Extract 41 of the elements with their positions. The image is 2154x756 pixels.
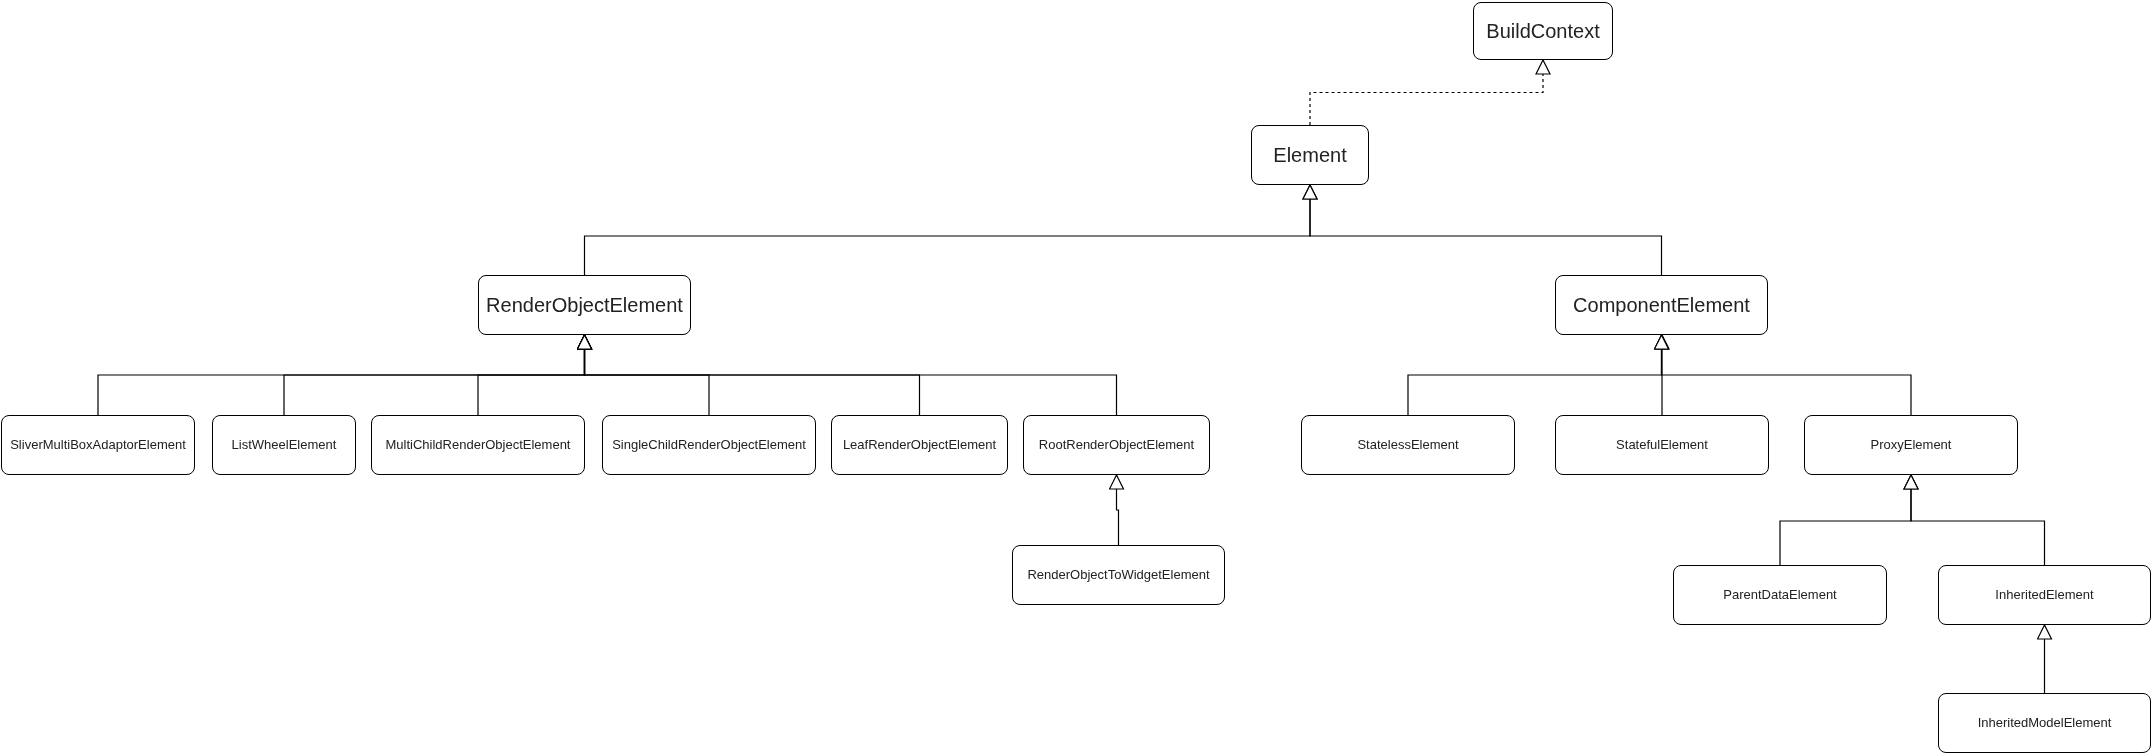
class-name: ProxyElement	[1870, 436, 1952, 455]
inheritance-arrow	[576, 334, 1118, 416]
class-box	[1012, 545, 1225, 605]
class-name: SingleChildRenderObjectElement	[612, 436, 806, 455]
inheritance-arrow	[1302, 184, 1663, 276]
class-name: MultiChildRenderObjectElement	[385, 436, 571, 455]
class-name: Element	[1273, 143, 1347, 168]
inheritance-arrow	[1653, 334, 1912, 416]
class-box	[1555, 415, 1769, 475]
class-box	[1251, 125, 1369, 185]
class-name: ParentDataElement	[1723, 586, 1837, 605]
inheritance-arrow	[2036, 624, 2053, 694]
class-box	[1673, 565, 1887, 625]
class-name: LeafRenderObjectElement	[842, 436, 997, 455]
class-box	[831, 415, 1008, 475]
class-name: StatefulElement	[1616, 436, 1708, 455]
inheritance-arrow	[1108, 474, 1125, 546]
class-box	[478, 275, 691, 335]
class-name: RenderObjectToWidgetElement	[1027, 566, 1210, 585]
class-box	[1473, 2, 1613, 60]
class-box	[1, 415, 195, 475]
class-box	[1938, 693, 2151, 753]
class-box	[1301, 415, 1515, 475]
class-box	[371, 415, 585, 475]
class-box	[1804, 415, 2018, 475]
class-box	[1023, 415, 1210, 475]
class-name: RootRenderObjectElement	[1038, 436, 1195, 455]
class-name: ListWheelElement	[231, 436, 337, 455]
class-name: BuildContext	[1486, 19, 1600, 44]
class-name: RenderObjectElement	[486, 293, 683, 318]
class-box	[1555, 275, 1768, 335]
inheritance-arrow	[1903, 474, 2046, 566]
class-box	[602, 415, 816, 475]
class-name: InheritedModelElement	[1977, 714, 2112, 733]
class-box	[212, 415, 356, 475]
class-name: InheritedElement	[1995, 586, 2094, 605]
class-name: SliverMultiBoxAdaptorElement	[10, 436, 186, 455]
class-name: ComponentElement	[1573, 293, 1750, 318]
class-name: StatelessElement	[1357, 436, 1459, 455]
class-box	[1938, 565, 2151, 625]
dashed-arrow	[1309, 59, 1551, 126]
